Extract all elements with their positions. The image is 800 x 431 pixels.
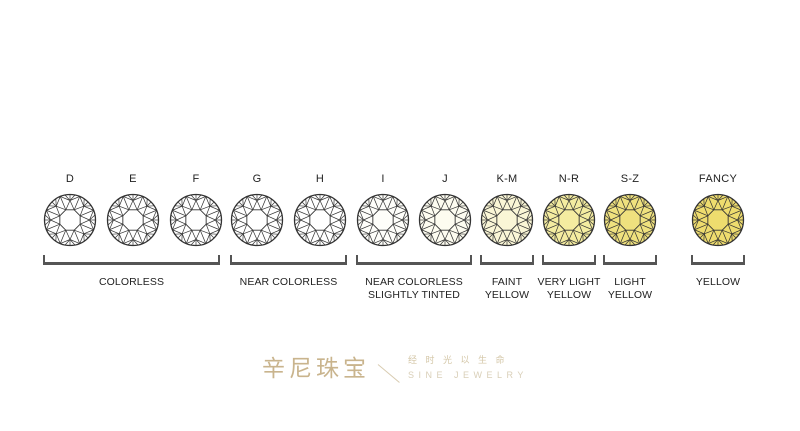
grade-letter-s-z: S-Z [620,173,640,185]
diamond-h-icon [293,193,347,247]
category-line: SLIGHTLY TINTED [368,289,460,301]
category-line: YELLOW [546,289,592,301]
diamond-n-r-icon [542,193,596,247]
category-line: YELLOW [607,289,653,301]
grade-letter-g: G [252,173,262,185]
grade-letter-h: H [315,173,325,185]
diamond-s-z-icon [603,193,657,247]
diamond-i-icon [356,193,410,247]
category-line: NEAR COLORLESS [239,276,338,288]
category-line: VERY LIGHT [537,276,601,288]
diamond-fancy-icon [691,193,745,247]
bracket-light-yellow [603,255,657,265]
grade-letter-k-m: K-M [496,173,518,185]
grade-letter-i: I [381,173,385,185]
grade-letter-fancy: FANCY [698,173,738,185]
category-near-colorless-tinted: NEAR COLORLESS SLIGHTLY TINTED [350,276,478,302]
brand-text-group: 经 时 光 以 生 命 SINE JEWELRY [408,353,528,380]
brand-divider [374,350,402,382]
bracket-faint-yellow [480,255,534,265]
brand-tagline: 经 时 光 以 生 命 [408,354,508,365]
bracket-near-colorless-tinted [356,255,472,265]
category-line: NEAR COLORLESS [365,276,463,288]
category-line: LIGHT [614,276,646,288]
bracket-yellow [691,255,745,265]
brand-name-en: SINE JEWELRY [408,369,528,380]
diamond-k-m-icon [480,193,534,247]
category-line: FAINT [491,276,523,288]
grade-letter-d: D [65,173,75,185]
brand-logo: 辛尼珠宝 经 时 光 以 生 命 SINE JEWELRY [262,349,528,383]
category-colorless: COLORLESS [43,276,220,289]
category-near-colorless: NEAR COLORLESS [222,276,355,289]
diamond-j-icon [418,193,472,247]
category-faint-yellow: FAINT YELLOW [477,276,537,302]
diamond-e-icon [106,193,160,247]
category-line: COLORLESS [98,276,165,288]
grade-letter-f: F [192,173,200,185]
brand-name-cn: 辛尼珠宝 [262,356,370,382]
diamond-g-icon [230,193,284,247]
diamond-f-icon [169,193,223,247]
bracket-very-light-yellow [542,255,596,265]
grade-letter-e: E [129,173,137,185]
grade-letter-j: J [442,173,448,185]
category-line: YELLOW [484,289,530,301]
category-line: YELLOW [695,276,741,288]
bracket-near-colorless [230,255,347,265]
category-light-yellow: LIGHT YELLOW [600,276,660,302]
diamond-d-icon [43,193,97,247]
category-yellow: YELLOW [688,276,748,289]
bracket-colorless [43,255,220,265]
grade-letter-n-r: N-R [558,173,580,185]
category-very-light-yellow: VERY LIGHT YELLOW [534,276,604,302]
